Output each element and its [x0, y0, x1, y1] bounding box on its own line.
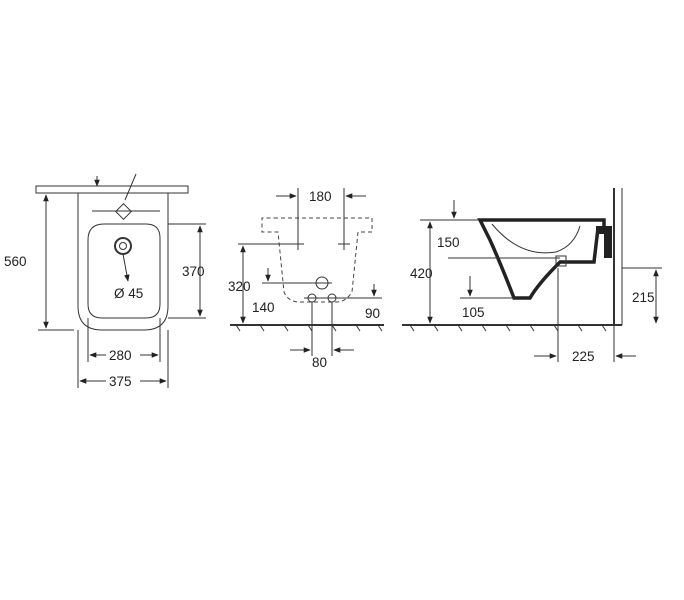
dim-215-label: 215 — [632, 290, 655, 305]
dim-280-label: 280 — [109, 348, 132, 363]
front-wall-plate — [35, 185, 189, 194]
tap-hole-icon — [115, 203, 132, 220]
dim-180-label: 180 — [309, 189, 332, 204]
dim-150-label: 150 — [437, 235, 460, 250]
front-view: 560 370 Ø 45 280 375 — [4, 173, 206, 389]
dim-140-label: 140 — [252, 300, 275, 315]
dim-80-label: 80 — [312, 355, 327, 370]
dim-560-label: 560 — [4, 254, 27, 269]
tap-leader — [124, 173, 137, 201]
drain-leader — [122, 253, 130, 282]
bolt-left-icon — [292, 238, 304, 250]
dim-105-label: 105 — [462, 305, 485, 320]
bolt-right-icon — [338, 238, 350, 250]
dim-225-label: 225 — [572, 349, 595, 364]
dim-370-label: 370 — [182, 264, 205, 279]
rear-view: 180 320 140 90 80 — [228, 188, 384, 370]
side-view: 150 420 105 215 225 — [402, 188, 662, 364]
side-bidet-inner — [491, 223, 581, 254]
drain-diameter-label: Ø 45 — [114, 286, 143, 301]
dim-90-label: 90 — [365, 306, 380, 321]
rear-dashed-outline — [261, 217, 373, 303]
dim-375-label: 375 — [109, 374, 132, 389]
front-outer-body — [77, 193, 169, 331]
side-bracket — [596, 226, 612, 258]
dim-420-label: 420 — [410, 266, 433, 281]
side-drain-pipe — [555, 255, 567, 267]
side-floor-hatch — [409, 324, 607, 332]
dim-320-label: 320 — [228, 279, 251, 294]
drain-inner-icon — [119, 242, 127, 250]
drain-outer-icon — [114, 237, 132, 255]
front-bowl — [87, 223, 161, 319]
rear-floor-hatch — [235, 324, 383, 332]
